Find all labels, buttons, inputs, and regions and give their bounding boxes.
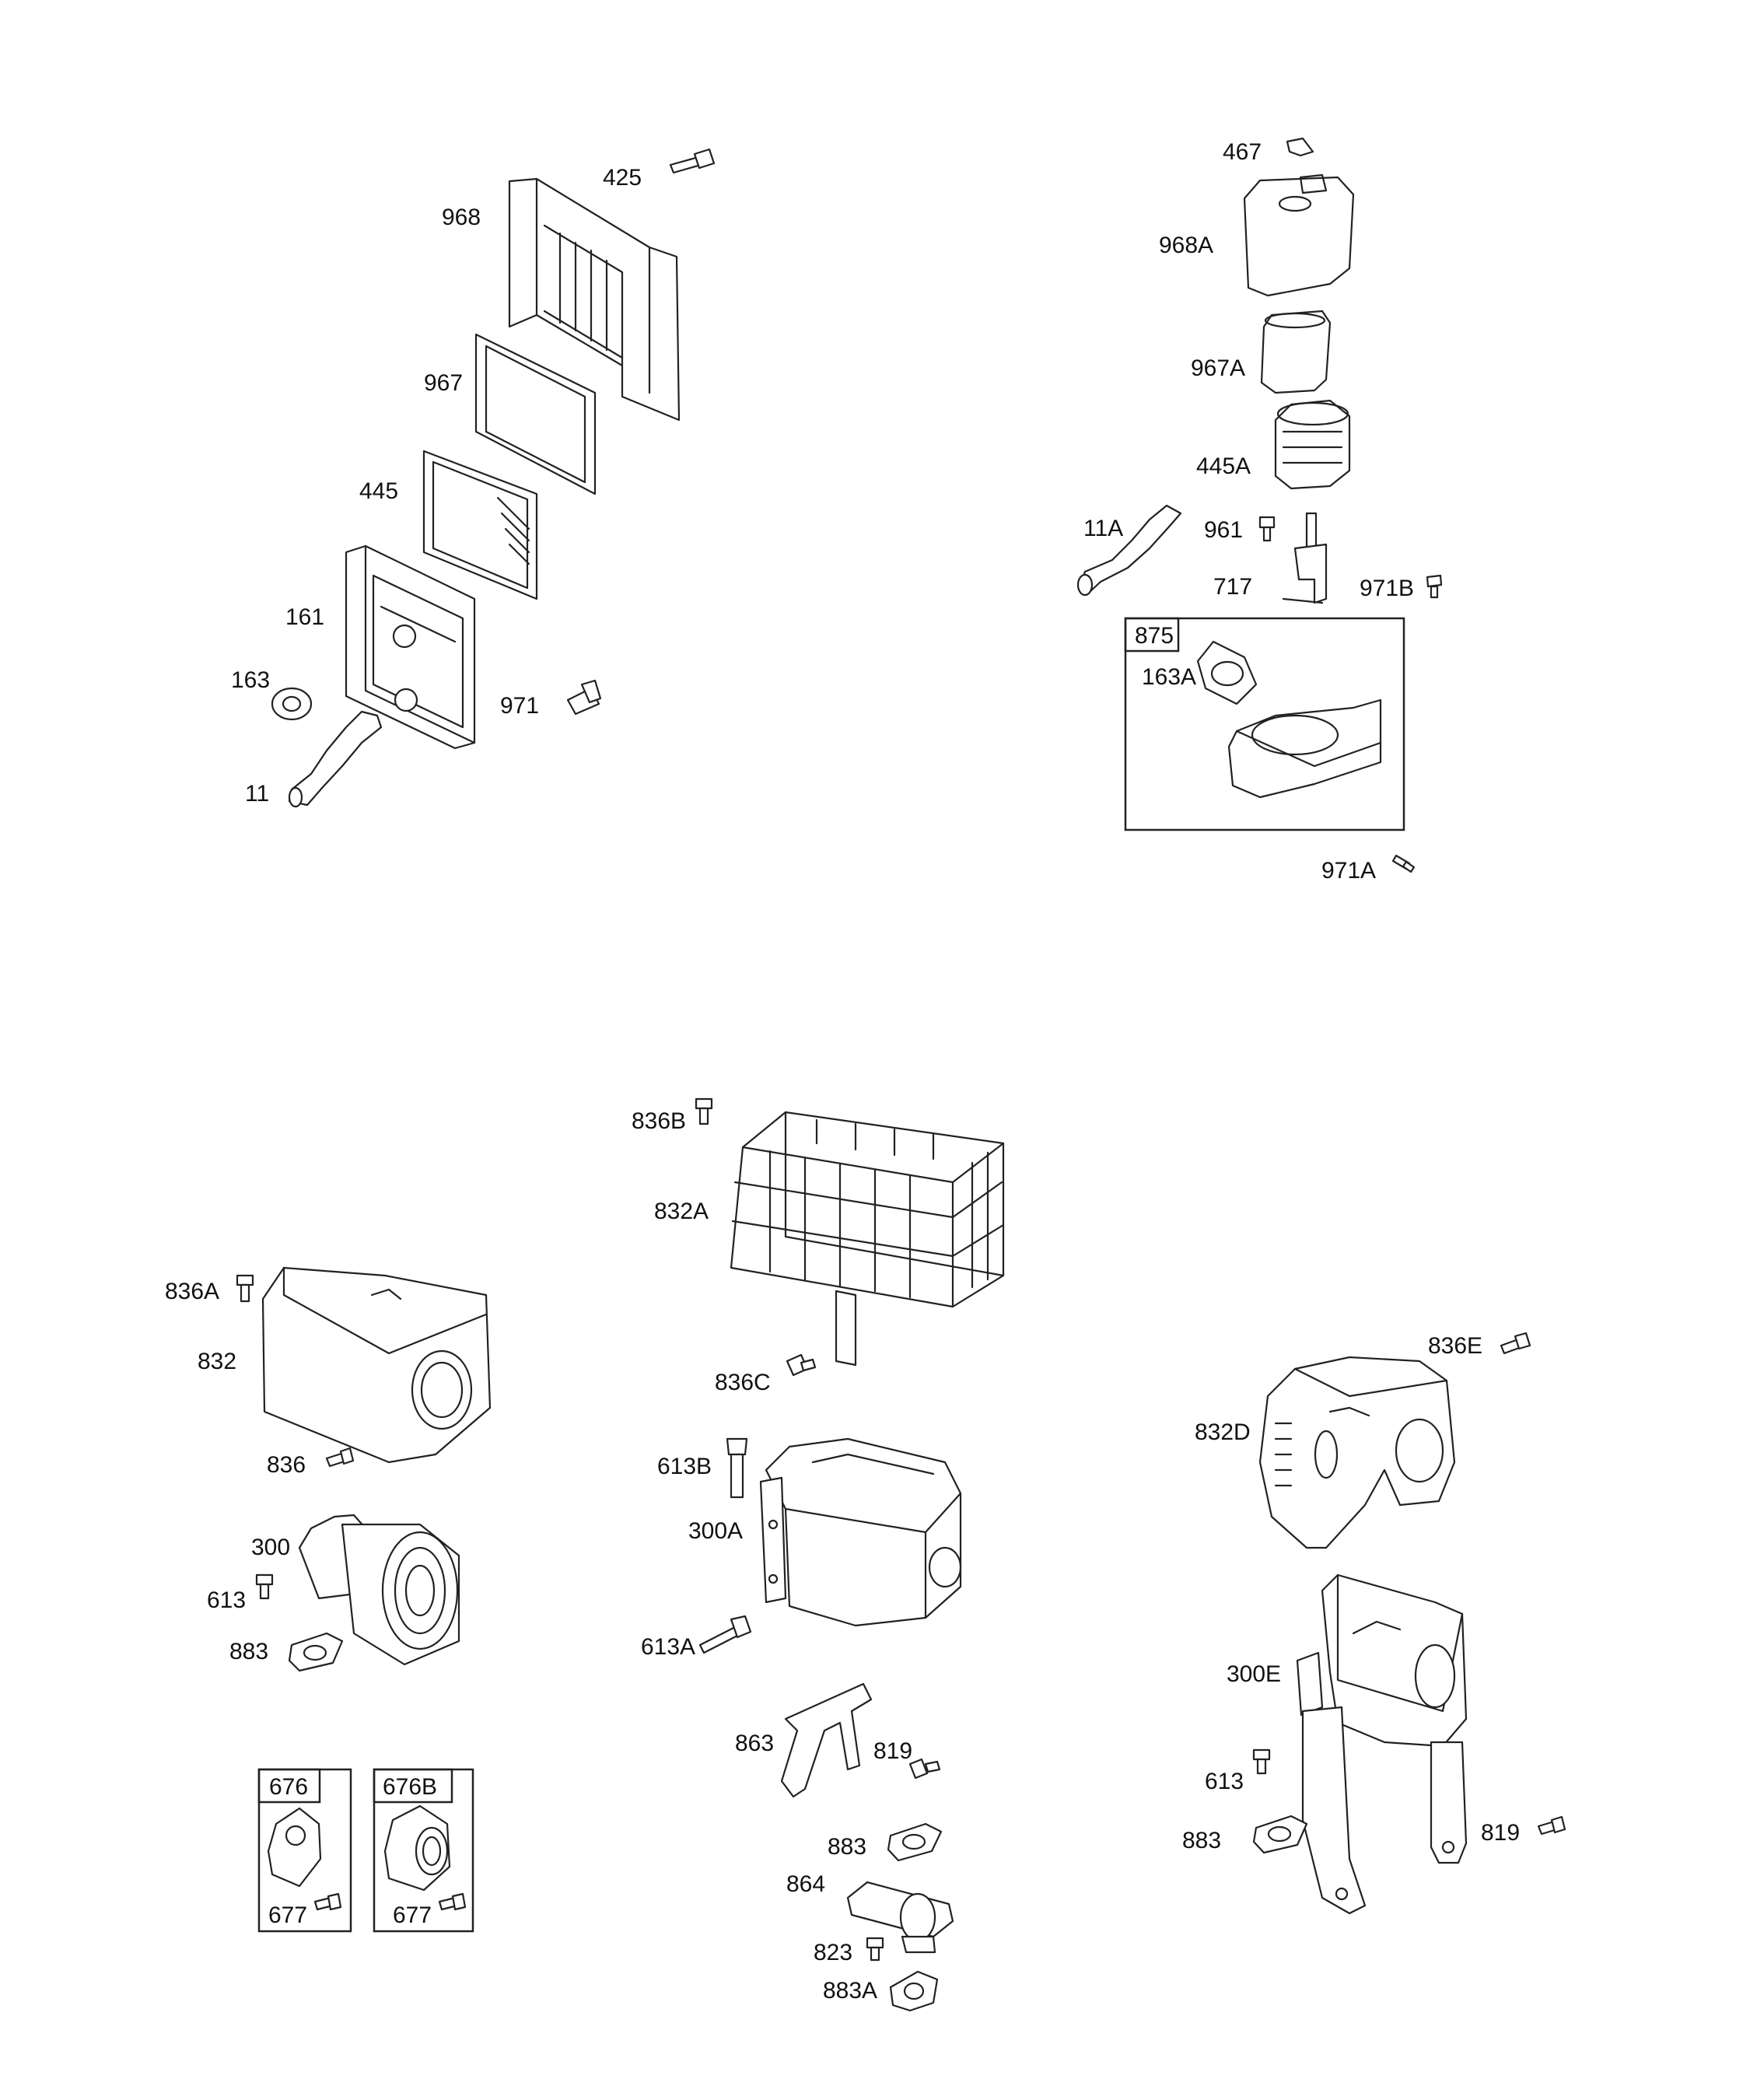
label-11A: 11A [1083, 516, 1124, 541]
label-676B: 676B [383, 1774, 438, 1800]
gasket-883A [889, 1970, 939, 2012]
shield-832D [1258, 1356, 1456, 1549]
label-819: 819 [873, 1738, 913, 1764]
label-832: 832 [198, 1349, 237, 1374]
screw-836A [236, 1274, 254, 1303]
screw-613B [726, 1437, 748, 1499]
label-613A: 613A [641, 1634, 696, 1660]
screw-836E [1500, 1332, 1531, 1355]
base-875 [1227, 698, 1382, 799]
screw-677 [313, 1892, 342, 1911]
label-863: 863 [735, 1731, 775, 1756]
label-836E: 836E [1428, 1333, 1483, 1359]
muffler-300 [298, 1514, 460, 1666]
label-163A: 163A [1142, 664, 1197, 690]
label-883A: 883A [823, 1978, 878, 2004]
label-161: 161 [285, 604, 325, 630]
label-836B: 836B [632, 1108, 687, 1134]
deflector-676 [267, 1807, 322, 1888]
label-819b: 819 [1481, 1820, 1521, 1846]
muffler-300A [759, 1437, 962, 1627]
bracket-717 [1282, 512, 1328, 604]
gasket-883c [1252, 1815, 1308, 1854]
kit-676-box [257, 1768, 352, 1933]
label-864: 864 [786, 1871, 826, 1897]
label-613: 613 [207, 1587, 247, 1613]
cover-968A [1243, 173, 1355, 297]
screw-819b [1537, 1815, 1566, 1836]
label-971A: 971A [1321, 858, 1377, 884]
outlet-864 [846, 1881, 954, 1954]
label-445: 445 [359, 478, 399, 504]
base-161 [345, 544, 476, 750]
label-875: 875 [1135, 623, 1174, 649]
label-883b: 883 [828, 1834, 867, 1860]
label-425: 425 [603, 165, 642, 191]
label-445A: 445A [1196, 453, 1251, 479]
tube-11 [288, 710, 383, 808]
gasket-163 [271, 687, 313, 721]
screw-971A [1391, 854, 1416, 873]
screw-613 [255, 1573, 274, 1600]
label-300A: 300A [688, 1518, 744, 1544]
filter-967 [474, 333, 597, 495]
screw-613b [1252, 1748, 1271, 1775]
label-11: 11 [245, 781, 270, 807]
label-836C: 836C [715, 1370, 771, 1395]
screw-613A [698, 1615, 752, 1654]
label-163: 163 [231, 667, 271, 693]
label-613B: 613B [657, 1454, 712, 1479]
label-300E: 300E [1227, 1661, 1282, 1687]
screw-836 [325, 1447, 355, 1468]
label-677: 677 [268, 1902, 308, 1928]
label-677b: 677 [393, 1902, 432, 1928]
screw-971B [1426, 574, 1443, 599]
kit-676B-box [373, 1768, 474, 1933]
cover-968 [508, 177, 681, 422]
gasket-883b [887, 1822, 943, 1862]
label-968A: 968A [1159, 233, 1214, 258]
label-967: 967 [424, 370, 464, 396]
muffler-300E [1296, 1573, 1468, 1915]
label-676: 676 [269, 1774, 309, 1800]
nut-467 [1286, 137, 1314, 157]
screw-836B [695, 1097, 713, 1125]
deflector-676B [383, 1804, 451, 1892]
label-961: 961 [1204, 517, 1244, 543]
screw-823 [866, 1937, 884, 1962]
label-836: 836 [267, 1452, 306, 1478]
gasket-883 [288, 1632, 344, 1672]
label-883c: 883 [1182, 1828, 1222, 1853]
label-967A: 967A [1191, 355, 1246, 381]
filter-445A [1274, 399, 1351, 490]
label-832D: 832D [1195, 1419, 1251, 1445]
gasket-163A [1196, 640, 1258, 705]
bracket-863 [780, 1682, 873, 1798]
label-467: 467 [1223, 139, 1262, 165]
screw-971 [566, 679, 602, 716]
screw-677b [438, 1892, 467, 1911]
label-717: 717 [1213, 574, 1253, 600]
label-823: 823 [814, 1940, 853, 1965]
label-832A: 832A [654, 1199, 709, 1224]
label-836A: 836A [165, 1279, 220, 1304]
label-613b: 613 [1205, 1769, 1244, 1794]
label-971: 971 [500, 693, 540, 719]
screw-425 [669, 148, 716, 174]
label-968: 968 [442, 205, 481, 230]
kit-875-box [1124, 617, 1405, 831]
screw-961 [1258, 516, 1276, 542]
tube-11A [1076, 504, 1182, 597]
screw-836C [786, 1353, 817, 1377]
heat-shield-832 [261, 1266, 492, 1464]
label-300: 300 [251, 1535, 291, 1560]
screw-819 [908, 1758, 941, 1780]
filter-445 [422, 450, 538, 600]
label-883: 883 [229, 1639, 269, 1664]
label-971B: 971B [1360, 576, 1415, 601]
filter-967A [1260, 310, 1332, 394]
guard-832A [730, 1111, 1005, 1367]
